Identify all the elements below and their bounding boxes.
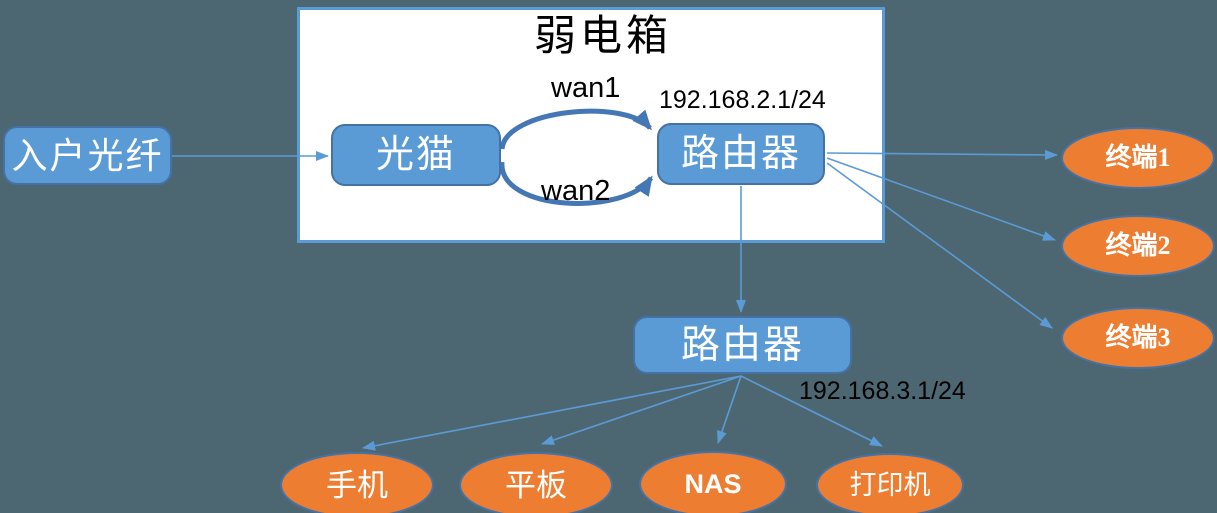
panel-title: 弱电箱 <box>534 14 673 60</box>
router2-ip-label: 192.168.3.1/24 <box>799 377 966 405</box>
node-nas: NAS <box>639 451 787 513</box>
edge-router2-to-tablet <box>541 375 742 445</box>
wan1-arc <box>499 108 652 150</box>
wan2-label: wan2 <box>541 175 611 207</box>
edge-router1-to-terminal1 <box>826 149 1058 160</box>
node-printer: 打印机 <box>816 453 964 513</box>
edge-router2-to-printer <box>740 375 883 447</box>
node-incoming-fiber: 入户光纤 <box>3 126 172 185</box>
node-terminal-2: 终端2 <box>1061 215 1215 277</box>
node-router-2: 路由器 <box>633 316 852 374</box>
node-phone: 手机 <box>280 452 434 513</box>
node-tablet: 平板 <box>459 452 613 513</box>
router1-ip-label: 192.168.2.1/24 <box>659 86 826 114</box>
node-router-1: 路由器 <box>657 123 825 185</box>
edge-router2-to-nas <box>717 375 742 444</box>
wan1-label: wan1 <box>551 72 621 104</box>
wan2-arc <box>499 161 654 206</box>
edge-router1-to-terminal3 <box>826 162 1053 329</box>
node-terminal-1: 终端1 <box>1061 127 1215 189</box>
node-optical-modem: 光猫 <box>331 124 501 186</box>
edge-router1-to-terminal2 <box>826 157 1056 241</box>
node-terminal-3: 终端3 <box>1061 307 1215 369</box>
edge-router2-to-phone <box>362 375 742 451</box>
